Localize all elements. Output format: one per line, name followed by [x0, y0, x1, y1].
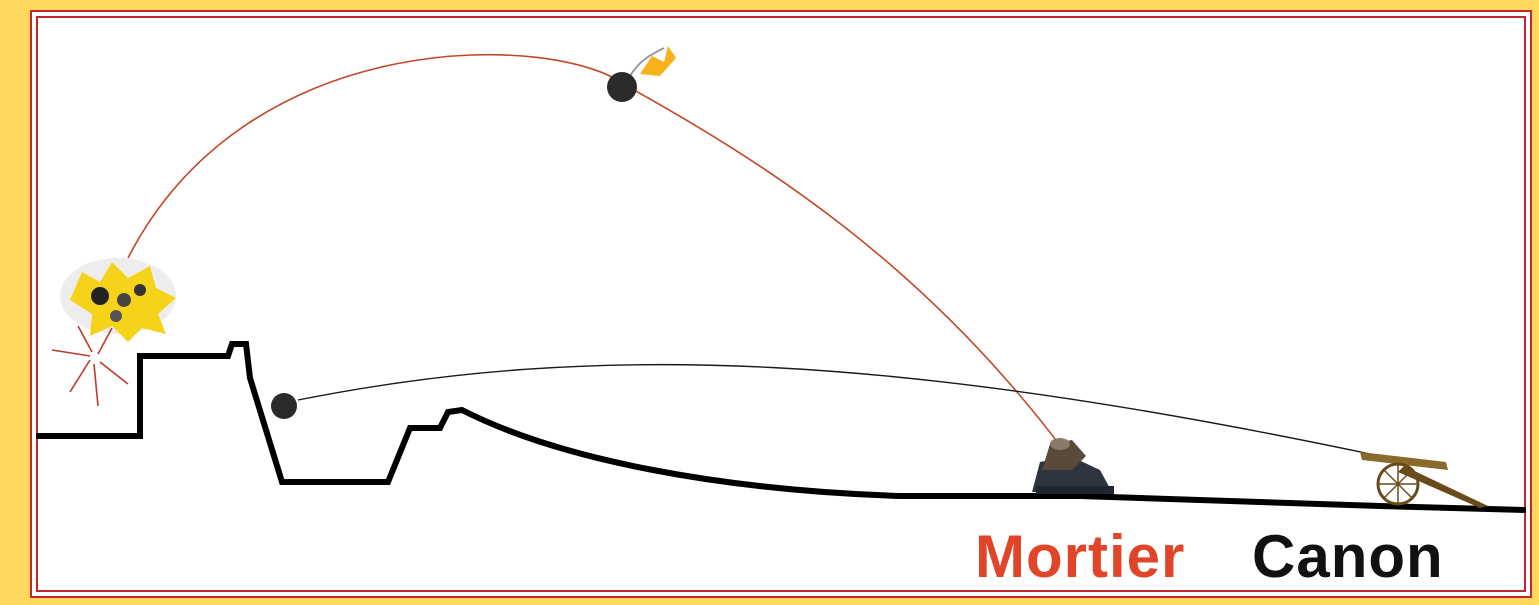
mortar-shell-icon [607, 46, 676, 102]
cannonball-icon [271, 393, 297, 419]
cannon-trajectory [297, 363, 1376, 456]
mortar-trajectory [127, 53, 1063, 449]
mortier-label: Mortier [975, 523, 1186, 590]
mortar-icon [1032, 438, 1114, 494]
field-cannon-icon [1360, 452, 1488, 508]
explosion-icon [60, 258, 176, 342]
canon-label: Canon [1252, 523, 1444, 590]
fortification-ground-profile [36, 341, 1527, 513]
spark-icon [51, 325, 129, 407]
frame-outer-border [30, 10, 1532, 598]
frame-inner-border [36, 16, 1526, 592]
